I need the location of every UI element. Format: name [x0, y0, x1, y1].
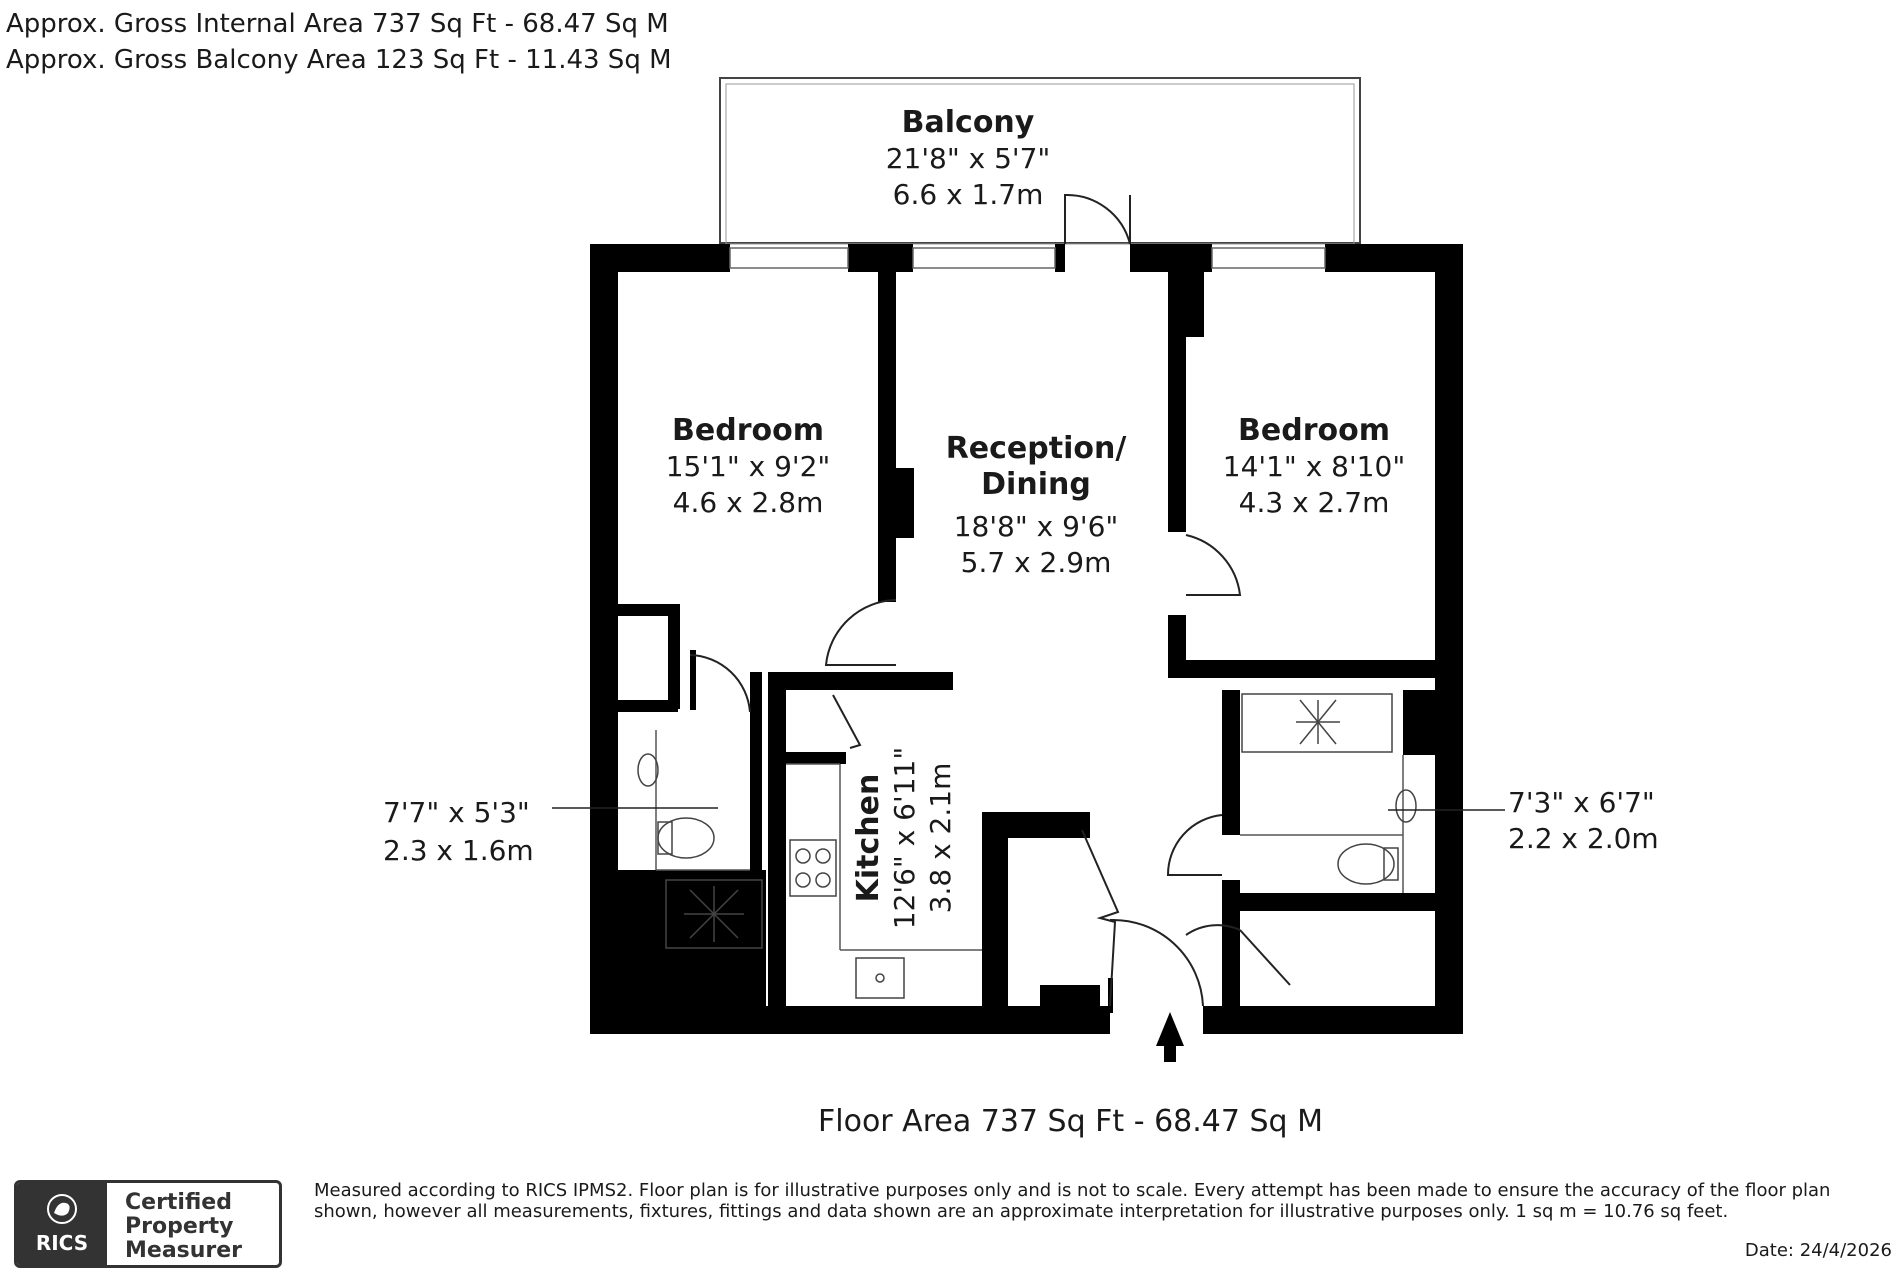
fixtures — [637, 693, 1417, 999]
reception-imperial: 18'8" x 9'6" — [954, 510, 1119, 543]
plan-date: Date: 24/4/2026 — [1744, 1240, 1892, 1261]
windows — [729, 247, 1326, 269]
bathroom-left-metric: 2.3 x 1.6m — [383, 834, 534, 867]
bathroom-right-imperial: 7'3" x 6'7" — [1508, 786, 1655, 819]
balcony-metric: 6.6 x 1.7m — [893, 178, 1044, 211]
balcony-outline — [719, 77, 1361, 245]
reception-name-line2: Dining — [981, 467, 1091, 502]
interior-lines — [655, 730, 1404, 951]
badge-line3: Measurer — [125, 1238, 243, 1263]
rics-badge: RICS Certified Property Measurer — [14, 1180, 282, 1268]
disclaimer-text: Measured according to RICS IPMS2. Floor … — [314, 1180, 1831, 1222]
bathroom-left-imperial: 7'7" x 5'3" — [383, 796, 530, 829]
rics-logo-text: RICS — [35, 1231, 89, 1255]
kitchen-imperial: 12'6" x 6'11" — [888, 747, 921, 929]
bedroom2-name: Bedroom — [1238, 413, 1390, 448]
door-swings — [689, 193, 1291, 1007]
walls — [590, 244, 1463, 1034]
floor-area-caption: Floor Area 737 Sq Ft - 68.47 Sq M — [818, 1104, 1324, 1139]
rics-logo: RICS — [17, 1183, 107, 1265]
kitchen-name: Kitchen — [851, 774, 886, 903]
bathroom-right-metric: 2.2 x 2.0m — [1508, 822, 1659, 855]
kitchen-metric: 3.8 x 2.1m — [924, 763, 957, 914]
balcony-name: Balcony — [902, 105, 1035, 140]
bedroom1-metric: 4.6 x 2.8m — [673, 486, 824, 519]
dimension-pointers — [552, 807, 1505, 811]
bedroom2-metric: 4.3 x 2.7m — [1239, 486, 1390, 519]
bedroom1-name: Bedroom — [672, 413, 824, 448]
badge-line1: Certified — [125, 1190, 232, 1215]
balcony-imperial: 21'8" x 5'7" — [886, 142, 1051, 175]
gross-balcony-area: Approx. Gross Balcony Area 123 Sq Ft - 1… — [6, 45, 672, 75]
bedroom2-imperial: 14'1" x 8'10" — [1223, 450, 1405, 483]
lion-icon — [47, 1194, 77, 1224]
bedroom1-imperial: 15'1" x 9'2" — [666, 450, 831, 483]
reception-metric: 5.7 x 2.9m — [961, 546, 1112, 579]
entrance-arrow-icon — [1156, 1012, 1184, 1062]
gross-internal-area: Approx. Gross Internal Area 737 Sq Ft - … — [6, 9, 669, 39]
reception-name-line1: Reception/ — [946, 431, 1127, 466]
badge-line2: Property — [125, 1214, 234, 1239]
